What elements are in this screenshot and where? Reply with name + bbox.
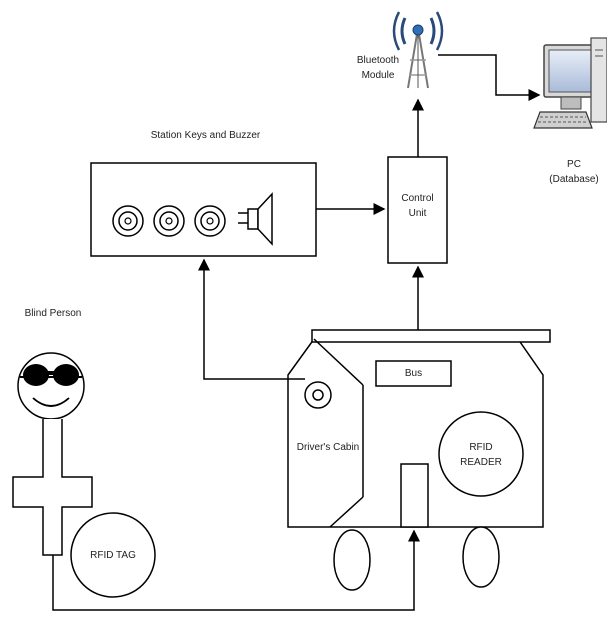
arrow-bluetooth-to-pc <box>438 55 539 95</box>
station-key-button-3 <box>195 206 225 236</box>
drivers-cabin-button <box>305 382 331 408</box>
bus-door <box>401 464 428 527</box>
pc-label-line1: PC <box>540 157 607 172</box>
rfid-reader-label-line2: READER <box>441 455 521 470</box>
control-unit-label: Control Unit <box>388 191 447 221</box>
drivers-cabin-label: Driver's Cabin <box>288 440 368 455</box>
pc-label-line2: (Database) <box>540 172 607 187</box>
pc-icon <box>534 38 607 128</box>
bus-wheel-rear <box>463 527 499 587</box>
bluetooth-module-label: Bluetooth Module <box>348 53 408 83</box>
pc-label: PC (Database) <box>540 157 607 187</box>
bus-label: Bus <box>376 366 451 381</box>
bluetooth-label-line1: Bluetooth <box>348 53 408 68</box>
control-label-line2: Unit <box>388 206 447 221</box>
bluetooth-label-line2: Module <box>348 68 408 83</box>
station-key-button-2 <box>154 206 184 236</box>
station-key-button-1 <box>113 206 143 236</box>
control-label-line1: Control <box>388 191 447 206</box>
arrow-cabin-to-keys <box>204 260 305 379</box>
rfid-reader-label-line1: RFID <box>441 440 521 455</box>
rfid-tag-label: RFID TAG <box>73 548 153 563</box>
blind-person-figure <box>13 353 92 555</box>
rfid-reader-label: RFID READER <box>441 440 521 470</box>
bus-wheel-front <box>334 530 370 590</box>
blind-person-label: Blind Person <box>8 306 98 321</box>
station-keys-label: Station Keys and Buzzer <box>118 128 293 143</box>
